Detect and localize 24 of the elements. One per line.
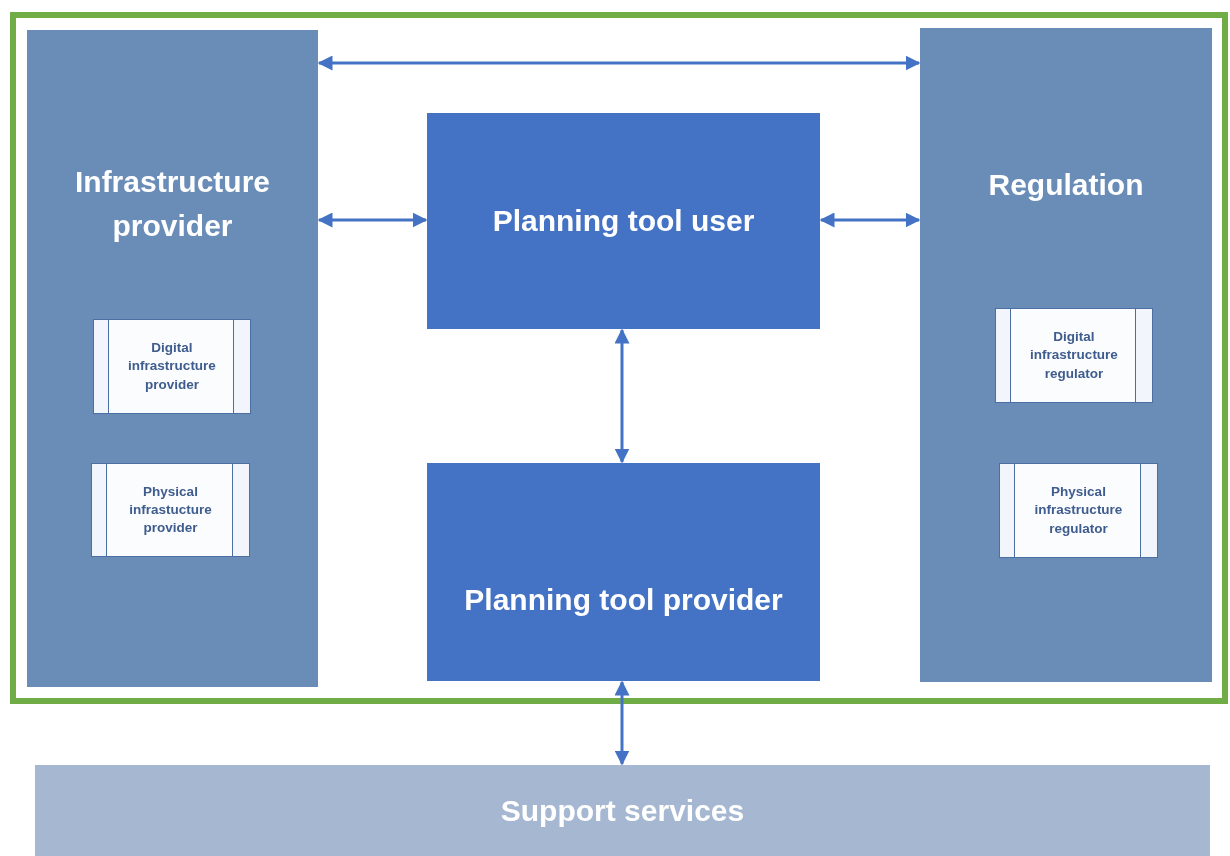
- double-arrow: [614, 328, 630, 464]
- panel-title: Infrastructure provider: [73, 164, 271, 244]
- double-arrow: [819, 212, 921, 228]
- double-arrow: [614, 680, 630, 766]
- frame-box: [10, 12, 1228, 704]
- process-box: [93, 319, 251, 414]
- process-box: [995, 308, 1153, 403]
- process-box: [91, 463, 250, 557]
- process-box: [999, 463, 1158, 558]
- process-box: [427, 463, 820, 681]
- panel-title: Regulation: [988, 167, 1144, 203]
- box-label: Physical infrastucture provider: [128, 482, 213, 538]
- box-label: Digital infrastructure provider: [127, 339, 217, 394]
- band-box: [35, 765, 1210, 856]
- box-label: Planning tool user: [492, 203, 755, 240]
- process-box: [427, 113, 820, 329]
- box-label: Physical infrastructure regulator: [1033, 483, 1124, 538]
- box-label: Digital infrastructure regulator: [1029, 328, 1119, 383]
- group-panel: [920, 28, 1212, 682]
- double-arrow: [317, 212, 428, 228]
- double-arrow: [317, 55, 921, 71]
- box-label: Planning tool provider: [464, 582, 783, 618]
- box-label: Support services: [500, 792, 745, 829]
- group-panel: [27, 30, 318, 687]
